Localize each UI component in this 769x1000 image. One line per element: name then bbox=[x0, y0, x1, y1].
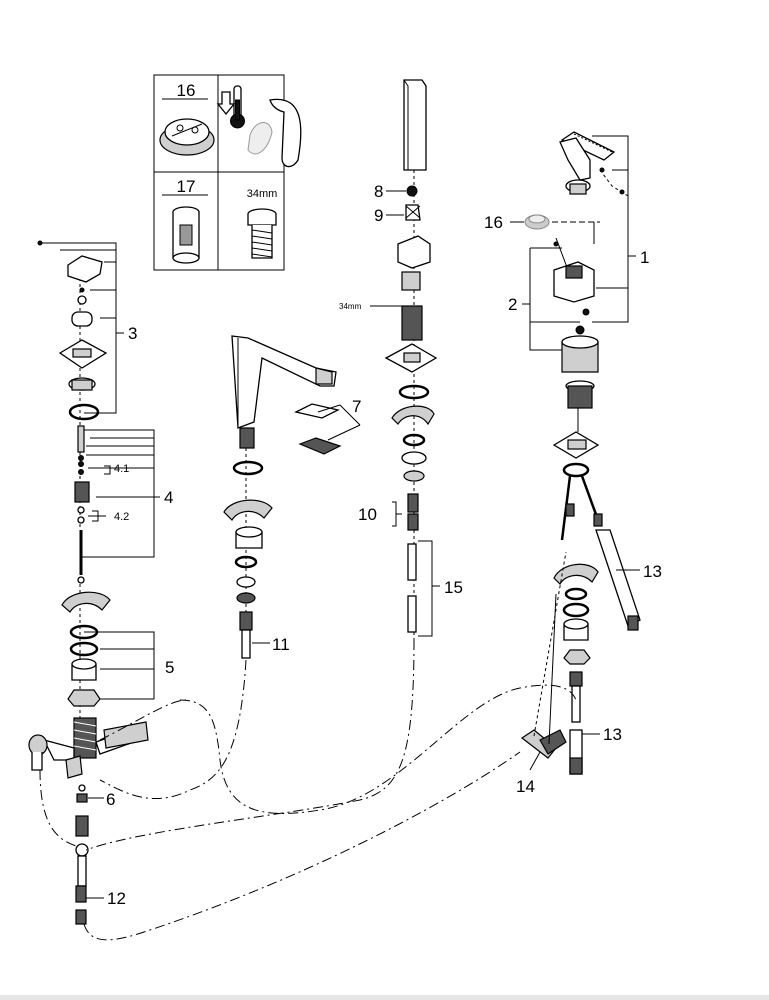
callout-10: 10 bbox=[358, 505, 377, 524]
callout-8: 8 bbox=[374, 182, 383, 201]
right-valve-assembly bbox=[510, 131, 641, 775]
callout-4: 4 bbox=[164, 488, 173, 507]
thermometer-icon bbox=[216, 85, 245, 129]
legend-cell-17-label: 17 bbox=[177, 177, 196, 196]
callout-3: 3 bbox=[128, 324, 137, 343]
callout-labels: 3 4 5 6 7 8 9 10 11 12 13 13 14 15 16 1 … bbox=[106, 182, 662, 908]
legend-cap-part bbox=[159, 118, 215, 156]
callout-4-1: 4.1 bbox=[114, 463, 129, 475]
legend-cartridge-part bbox=[172, 206, 200, 264]
bottom-divider bbox=[0, 995, 769, 1000]
callout-9: 9 bbox=[374, 206, 383, 225]
callout-16: 16 bbox=[484, 213, 503, 232]
callout-5: 5 bbox=[165, 658, 174, 677]
callout-6: 6 bbox=[106, 790, 115, 809]
legend-size-label: 34mm bbox=[247, 188, 278, 200]
callout-12: 12 bbox=[107, 889, 126, 908]
dimension-34mm: 34mm bbox=[339, 302, 362, 311]
legend-box: 16 17 34mm bbox=[153, 74, 302, 271]
legend-threaded-part bbox=[247, 208, 277, 259]
lever-handle-icon bbox=[247, 98, 302, 168]
callout-13-lower: 13 bbox=[603, 725, 622, 744]
connection-paths bbox=[39, 639, 577, 941]
callout-4-2: 4.2 bbox=[114, 511, 129, 523]
callout-11: 11 bbox=[272, 635, 290, 654]
legend-cell-16-label: 16 bbox=[177, 81, 196, 100]
callout-14: 14 bbox=[516, 777, 535, 796]
hand-shower-assembly: 34mm bbox=[339, 79, 440, 640]
callout-7: 7 bbox=[352, 397, 361, 416]
left-valve-assembly: 4.1 4.2 bbox=[28, 240, 160, 925]
callout-1: 1 bbox=[640, 248, 649, 267]
callout-13-upper: 13 bbox=[643, 562, 662, 581]
callout-2: 2 bbox=[508, 295, 517, 314]
callout-15: 15 bbox=[444, 578, 463, 597]
spout-assembly bbox=[223, 335, 361, 659]
